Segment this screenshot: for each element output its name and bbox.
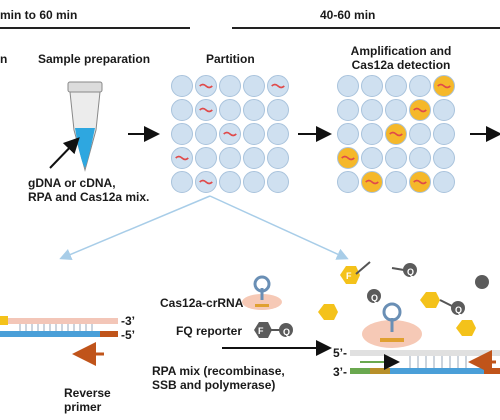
dna-target-squiggle [271,83,285,89]
dna-target-squiggle [199,179,213,185]
empty-well [267,171,289,193]
empty-well [171,171,193,193]
empty-well [243,99,265,121]
dna-target-squiggle [365,179,379,185]
empty-well [243,75,265,97]
timeline-label-right: 40-60 min [320,8,376,22]
empty-well [409,75,431,97]
empty-well [433,171,455,193]
empty-well [433,123,455,145]
label-rpa-mix: RPA mix (recombinase, SSB and polymerase… [152,364,285,392]
empty-well [219,147,241,169]
step-partition: Partition [206,52,255,66]
empty-well [409,123,431,145]
fq-reporter-q-glyph: Q [283,327,291,337]
dna-duplex-right [350,350,500,374]
dna-target-squiggle [437,83,451,89]
label-reverse-line1: Reverse [64,386,111,400]
dna-target-squiggle [413,179,427,185]
empty-well [385,171,407,193]
step-amplification-line2: Cas12a detection [351,58,451,72]
cleaved-reporters [318,261,489,336]
step-sample-prep: Sample preparation [38,52,151,66]
detect-q-glyph-2: Q [407,267,415,277]
label-crrna: Cas12a-crRNA [160,296,244,310]
empty-well [171,75,193,97]
dna-duplex-left [0,316,118,337]
zoom-line-right [209,195,349,260]
zoom-line-left [59,195,211,261]
empty-well [385,147,407,169]
dna-target-squiggle [223,131,237,137]
empty-well [195,147,217,169]
empty-well [219,75,241,97]
step-cut-label: n [0,52,8,66]
empty-well [337,171,359,193]
cas12a-crrna-icon [242,275,282,310]
empty-well [267,99,289,121]
empty-well [409,147,431,169]
empty-well [243,123,265,145]
dna-target-squiggle [341,155,355,161]
dna-target-squiggle [413,107,427,113]
empty-well [171,99,193,121]
detect-q-glyph-3: Q [455,305,463,315]
label-fq-reporter: FQ reporter [176,324,243,338]
empty-well [267,147,289,169]
dna-target-squiggle [389,131,403,137]
label-rpa-line2: SSB and polymerase) [152,378,276,392]
empty-well [195,123,217,145]
sample-tube-icon [67,81,103,172]
label-right-5prime: 5’- [333,346,348,360]
empty-well [361,147,383,169]
empty-well [433,147,455,169]
fq-reporter-icon [254,322,293,338]
empty-well [337,75,359,97]
empty-well [433,99,455,121]
dna-target-squiggle [199,83,213,89]
dna-target-squiggle [199,107,213,113]
detect-q-glyph-1: Q [371,293,379,303]
timeline-label-left: min to 60 min [0,8,78,22]
dna-target-squiggle [175,155,189,161]
empty-well [267,123,289,145]
empty-well [361,99,383,121]
tube-note-line1: gDNA or cDNA, [28,176,116,190]
empty-well [337,123,359,145]
amplification-grid [337,75,455,193]
empty-well [385,99,407,121]
empty-well [361,75,383,97]
partition-grid [171,75,289,193]
tube-pointer-arrow [49,137,80,169]
label-right-3prime: 3’- [333,365,348,379]
empty-well [385,75,407,97]
tube-note: gDNA or cDNA, RPA and Cas12a mix. [28,176,149,204]
step-amplification-line1: Amplification and [350,44,452,58]
empty-well [361,123,383,145]
empty-well [243,171,265,193]
empty-well [219,99,241,121]
empty-well [337,99,359,121]
fq-reporter-f-glyph: F [258,326,264,336]
label-reverse-primer: Reverse primer [64,386,111,414]
empty-well [219,171,241,193]
label-left-3prime: -3’ [121,314,136,328]
empty-well [243,147,265,169]
empty-well [171,123,193,145]
tube-note-line2: RPA and Cas12a mix. [28,190,150,204]
step-amplification: Amplification and Cas12a detection [333,44,469,72]
label-rpa-line1: RPA mix (recombinase, [152,364,285,378]
detect-f-glyph-1: F [346,271,352,281]
label-left-5prime: -5’ [121,328,136,342]
label-reverse-line2: primer [64,400,102,414]
cas12a-complex-icon [362,302,422,348]
